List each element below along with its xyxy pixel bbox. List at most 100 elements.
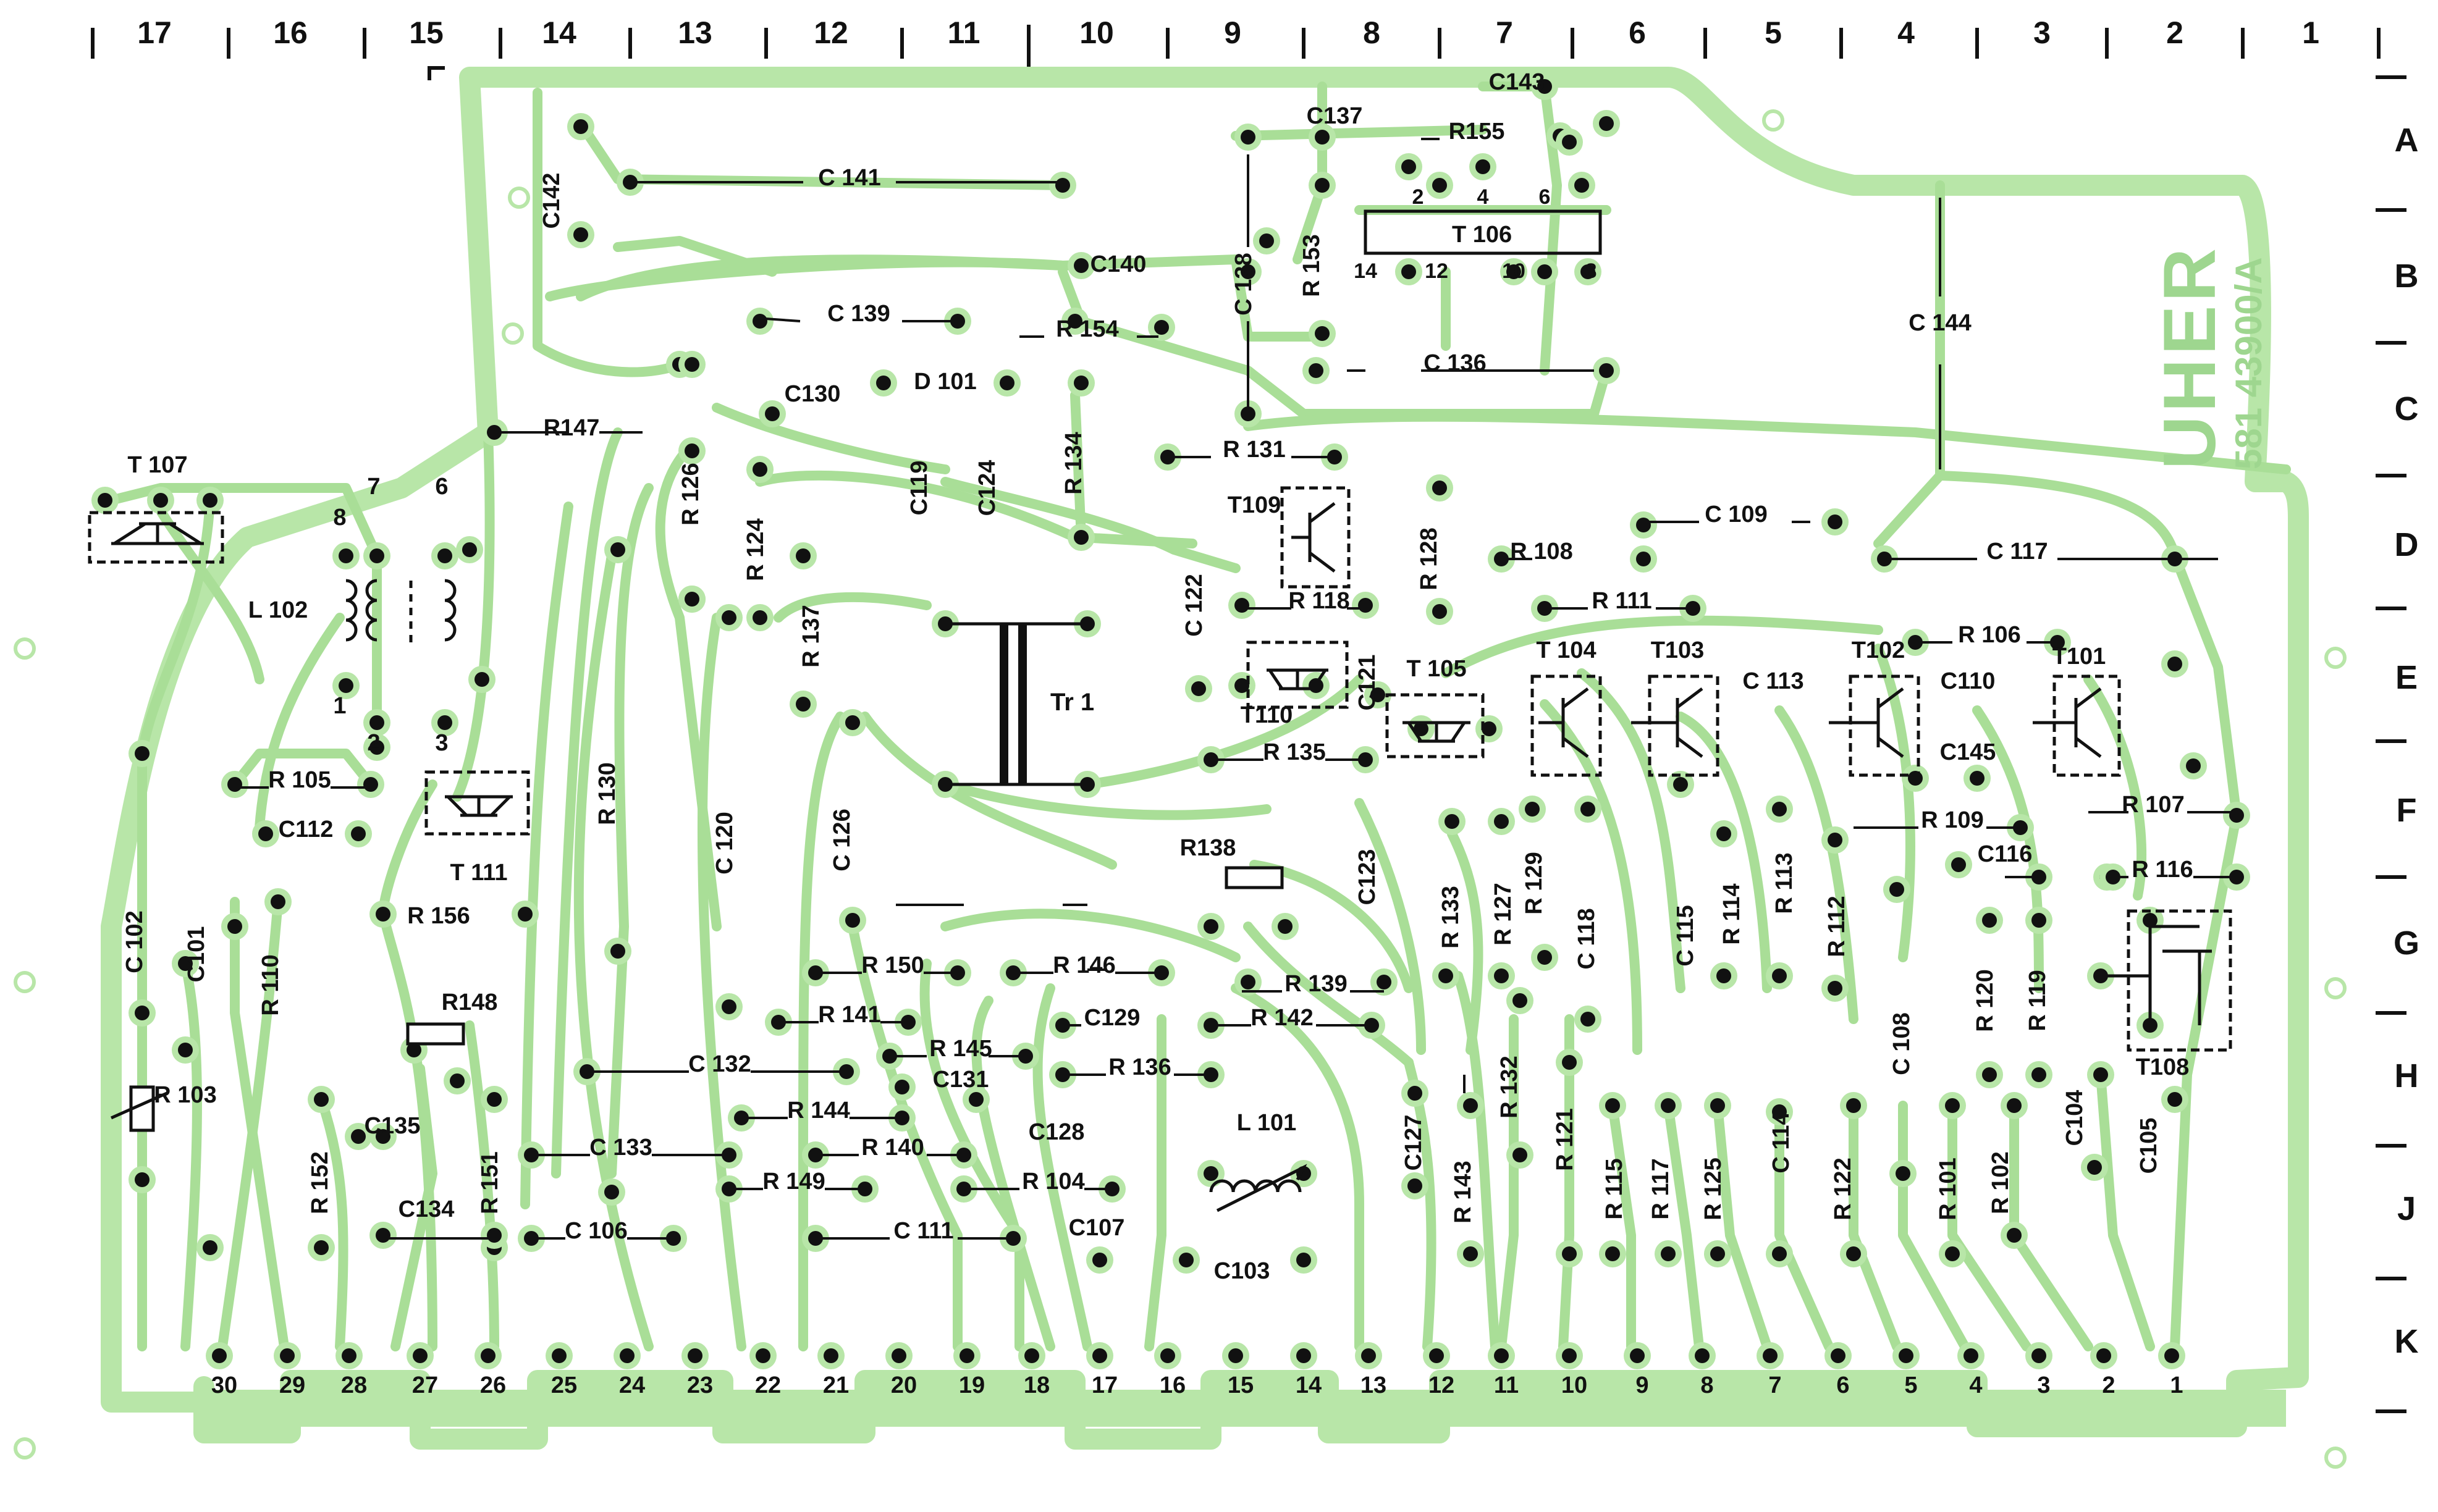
label-r134: R 134	[1061, 432, 1087, 494]
column-label: 14	[542, 15, 576, 50]
pad-hole	[203, 493, 217, 508]
label-t103: T103	[1651, 637, 1705, 663]
label-r156: R 156	[407, 903, 470, 929]
pad-hole	[1315, 326, 1330, 341]
edge-pad-hole	[824, 1348, 838, 1363]
label-r127: R 127	[1490, 883, 1516, 945]
pad-hole	[1605, 1246, 1620, 1261]
t102-transistor-symbol	[1829, 687, 1904, 758]
pad-hole	[1580, 802, 1595, 817]
label-c145: C145	[1940, 739, 1996, 765]
ic-t106-body	[1364, 209, 1602, 255]
edge-pad-hole	[1831, 1348, 1845, 1363]
edge-pin-number: 27	[412, 1372, 438, 1398]
pad-hole	[437, 548, 452, 563]
coil-tap: 2	[367, 730, 380, 756]
edge-pad-hole	[1361, 1348, 1376, 1363]
pad-hole	[1846, 1246, 1861, 1261]
pad-hole	[573, 119, 588, 134]
pad-hole	[450, 1073, 465, 1088]
pad-hole	[1772, 968, 1787, 983]
pad-hole	[1494, 814, 1509, 829]
column-label: 8	[1363, 15, 1380, 50]
l102-coil-right	[444, 579, 457, 642]
edge-pad-hole	[342, 1348, 356, 1363]
label-c110: C110	[1941, 668, 1996, 694]
label-r126: R 126	[678, 463, 704, 525]
row-label: D	[2395, 526, 2419, 563]
label-r141: R 141	[818, 1002, 880, 1028]
edge-pin-number: 20	[891, 1372, 917, 1398]
pad-hole	[1828, 981, 1842, 996]
edge-pin-number: 17	[1092, 1372, 1118, 1398]
label-r147: R147	[544, 415, 600, 441]
label-c114: C 114	[1768, 1112, 1794, 1173]
pad-hole	[1599, 363, 1614, 378]
pad-hole	[227, 777, 242, 792]
pad-hole	[369, 715, 384, 730]
label-r128: R 128	[1416, 527, 1442, 590]
column-label: 15	[409, 15, 444, 50]
pad-hole	[1074, 258, 1089, 273]
label-r138: R138	[1180, 835, 1236, 861]
pad-hole	[376, 1129, 390, 1144]
label-r131: R 131	[1223, 437, 1285, 463]
edge-pad-hole	[1160, 1348, 1175, 1363]
pad-hole	[2087, 1160, 2102, 1175]
column-label: 2	[2166, 15, 2183, 50]
mounting-hole	[14, 1437, 36, 1460]
column-label: 13	[678, 15, 712, 50]
pad-hole	[2167, 1092, 2182, 1107]
t107-outline	[88, 511, 224, 564]
edge-pin-number: 4	[1969, 1372, 1982, 1398]
pad-hole	[1463, 1098, 1478, 1113]
edge-pad-hole	[1899, 1348, 1913, 1363]
pad-hole	[1463, 1246, 1478, 1261]
mounting-hole	[1762, 109, 1784, 132]
transformer-label: Tr 1	[1050, 689, 1094, 716]
pad-hole	[1716, 826, 1731, 841]
transformer-symbol	[945, 622, 1087, 786]
pad-hole	[573, 227, 588, 242]
label-c113: C 113	[1742, 668, 1803, 694]
label-r125: R 125	[1700, 1157, 1726, 1220]
pad-hole	[722, 610, 736, 625]
pad-hole	[2229, 870, 2244, 884]
column-label: 6	[1629, 15, 1646, 50]
pad-hole	[135, 1172, 150, 1187]
pad-hole	[845, 715, 860, 730]
label-t102: T102	[1852, 637, 1905, 663]
pad-hole	[796, 697, 811, 712]
component-symbols	[88, 209, 2232, 1212]
t101-transistor-symbol	[2033, 687, 2102, 758]
label-r150: R 150	[861, 952, 924, 978]
pad-hole	[753, 314, 767, 329]
edge-pad-hole	[1228, 1348, 1243, 1363]
column-label: 9	[1224, 15, 1241, 50]
label-r107: R 107	[2122, 792, 2184, 818]
label-c139: C 139	[827, 301, 890, 327]
label-c108: C 108	[1889, 1012, 1915, 1075]
label-r101: R 101	[1935, 1157, 1961, 1220]
pad-hole	[153, 493, 168, 508]
pad-hole	[1482, 721, 1496, 736]
pad-hole	[1432, 604, 1447, 619]
edge-pad-hole	[2031, 1348, 2046, 1363]
pad-hole	[271, 894, 285, 909]
label-r117: R 117	[1648, 1158, 1674, 1219]
pad-hole	[339, 678, 353, 693]
pad-hole	[2229, 808, 2244, 823]
edge-pad-hole	[2096, 1348, 2111, 1363]
label-c111: C 111	[893, 1218, 953, 1244]
label-c124: C124	[974, 460, 1000, 516]
t109-outline	[1280, 486, 1351, 589]
pad-hole	[1234, 678, 1249, 693]
label-c118: C 118	[1574, 908, 1600, 969]
pad-hole	[227, 919, 242, 934]
pad-hole	[1154, 320, 1169, 335]
edge-pad-hole	[413, 1348, 428, 1363]
label-r111: R 111	[1592, 588, 1651, 614]
pad-hole	[1710, 1246, 1725, 1261]
pad-hole	[462, 542, 477, 557]
edge-pin-number: 1	[2170, 1372, 2183, 1398]
